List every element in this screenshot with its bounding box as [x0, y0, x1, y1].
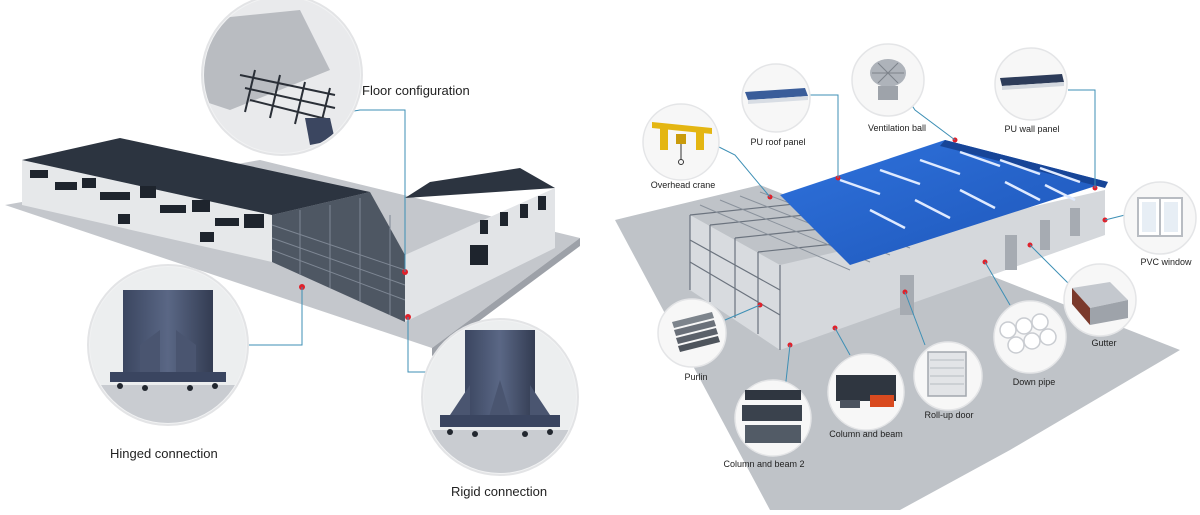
label-floor-configuration: Floor configuration: [362, 83, 470, 98]
left-annex-windows: [470, 196, 546, 265]
column-and-beam-detail: [827, 353, 905, 431]
label-overhead-crane: Overhead crane: [650, 180, 716, 190]
right-blue-roof: [780, 140, 1108, 265]
label-pu-wall-panel: PU wall panel: [1004, 124, 1060, 134]
purlin-detail: [657, 298, 727, 368]
label-ventilation-ball: Ventilation ball: [867, 123, 927, 133]
roll-up-door-detail: [913, 341, 983, 411]
right-side-wall: [780, 190, 1105, 350]
left-annex-roof: [405, 168, 555, 198]
leader-hinged: [245, 287, 303, 346]
left-checker-pattern: [30, 170, 264, 242]
rigid-connection-detail: [421, 318, 579, 476]
label-purlin: Purlin: [684, 372, 708, 382]
label-column-and-beam: Column and beam: [829, 429, 903, 439]
overhead-crane-detail: [642, 103, 720, 181]
label-column-and-beam-2: Column and beam 2: [723, 459, 805, 469]
label-pu-roof-panel: PU roof panel: [750, 137, 806, 147]
right-skylights: [839, 150, 1081, 230]
label-gutter: Gutter: [1091, 338, 1117, 348]
left-frame-bay: [272, 192, 405, 322]
pu-roof-panel-detail: [741, 63, 811, 133]
column-and-beam-2-detail: [734, 379, 812, 457]
pvc-window-detail: [1123, 181, 1197, 255]
label-rigid-connection: Rigid connection: [451, 484, 548, 499]
right-leader-lines: [714, 89, 1126, 391]
label-pvc-window: PVC window: [1140, 257, 1192, 267]
left-building-roof: [22, 138, 370, 215]
label-roll-up-door: Roll-up door: [924, 410, 974, 420]
floor-configuration-detail: [201, 0, 363, 156]
label-hinged-connection: Hinged connection: [110, 446, 218, 461]
hinged-connection-detail: [87, 264, 249, 426]
label-down-pipe: Down pipe: [1012, 377, 1056, 387]
ventilation-ball-detail: [851, 43, 925, 117]
left-frame-lines: [271, 198, 406, 315]
pu-wall-panel-detail: [994, 47, 1068, 121]
right-wall-panels: [900, 208, 1080, 315]
gutter-detail: [1063, 263, 1137, 337]
down-pipe-detail: [993, 300, 1067, 374]
